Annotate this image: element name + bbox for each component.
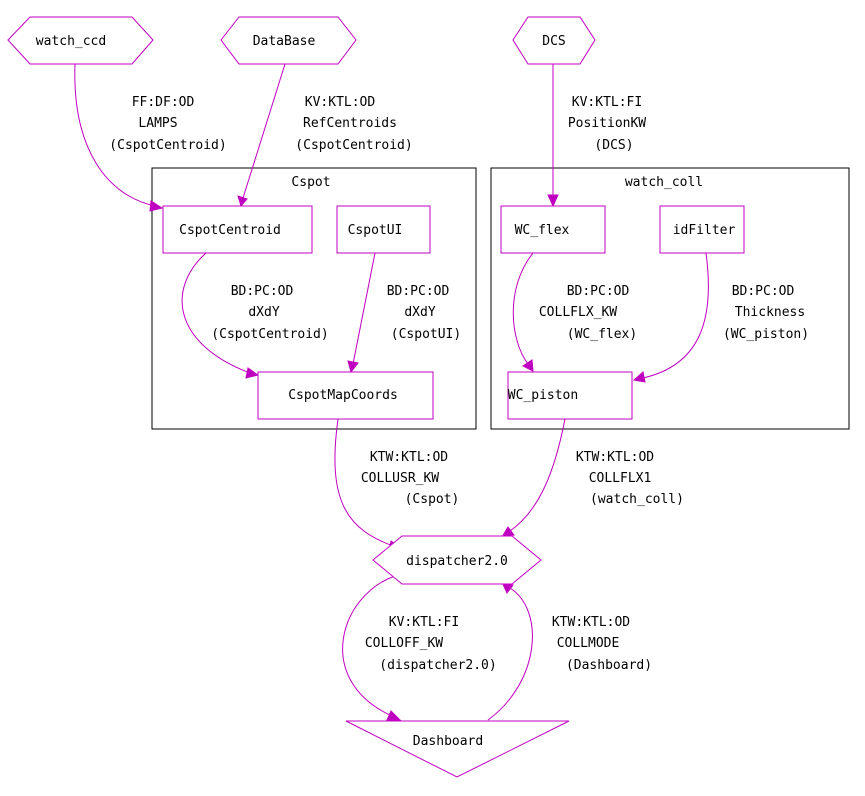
edge-label-line: (WC_flex) <box>567 327 637 342</box>
edge-cspotui-to-mapcoords <box>347 252 376 374</box>
edge-label-line: (CspotCentroid) <box>211 327 328 342</box>
edge-label-line: BD:PC:OD <box>732 284 795 299</box>
edge-label-line: COLLUSR_KW <box>361 471 439 486</box>
cluster-watch-coll-label: watch_coll <box>625 175 703 190</box>
edge-label-line: COLLOFF_KW <box>365 636 443 651</box>
node-cspot-centroid-label: CspotCentroid <box>179 223 281 238</box>
edge-label-line: dXdY <box>404 305 435 320</box>
node-dispatcher-label: dispatcher2.0 <box>406 554 508 569</box>
node-id-filter[interactable]: idFilter <box>659 205 745 254</box>
node-wc-flex-label: WC_flex <box>515 223 570 238</box>
edge-label-line: KTW:KTL:OD <box>576 450 654 465</box>
node-database[interactable]: DataBase <box>220 16 357 65</box>
edge-wcflex-to-piston <box>512 252 534 372</box>
edge-label-line: (Cspot) <box>405 492 460 507</box>
edge-label-line: COLLFLX_KW <box>539 305 617 320</box>
node-watch-ccd[interactable]: watch_ccd <box>7 16 154 65</box>
node-dcs[interactable]: DCS <box>512 16 596 65</box>
edge-label-line: (Dashboard) <box>566 658 652 673</box>
edge-dashboard-to-dispatcher <box>487 581 533 721</box>
cluster-watch-coll: watch_coll <box>490 167 850 430</box>
edge-idfilter-to-piston <box>632 252 709 383</box>
edge-label-line: RefCentroids <box>303 116 397 131</box>
edge-piston-to-dispatcher <box>501 418 566 538</box>
edge-label-piston-to-dispatcher: KTW:KTL:OD COLLFLX1 (watch_coll) <box>576 450 684 507</box>
edge-label-line: (watch_coll) <box>590 492 684 507</box>
node-cspot-centroid[interactable]: CspotCentroid <box>162 205 313 254</box>
edge-label-line: KV:KTL:FI <box>389 615 459 630</box>
edge-label-line: KTW:KTL:OD <box>370 450 448 465</box>
edge-label-line: (WC_piston) <box>723 327 809 342</box>
edge-label-line: dXdY <box>248 305 279 320</box>
edge-label-dcs-to-wcflex: KV:KTL:FI PositionKW (DCS) <box>568 95 646 153</box>
edge-label-wcflex-to-piston: BD:PC:OD COLLFLX_KW (WC_flex) <box>539 284 637 342</box>
edge-dispatcher-to-dashboard <box>342 575 402 721</box>
edge-label-centroid-to-mapcoords: BD:PC:OD dXdY (CspotCentroid) <box>211 284 328 342</box>
edge-label-idfilter-to-piston: BD:PC:OD Thickness (WC_piston) <box>723 284 809 342</box>
edge-label-line: LAMPS <box>138 116 177 131</box>
edge-label-watch-ccd-to-centroid: FF:DF:OD LAMPS (CspotCentroid) <box>109 95 226 153</box>
node-dcs-label: DCS <box>542 34 565 49</box>
cluster-cspot: Cspot <box>151 167 477 430</box>
node-dashboard[interactable]: Dashboard <box>345 720 570 778</box>
edge-label-line: BD:PC:OD <box>387 284 450 299</box>
node-cspot-map-coords[interactable]: CspotMapCoords <box>257 371 434 420</box>
edge-label-line: PositionKW <box>568 116 646 131</box>
edge-database-to-centroid <box>237 63 286 208</box>
edge-label-mapcoords-to-dispatcher: KTW:KTL:OD COLLUSR_KW (Cspot) <box>361 450 460 507</box>
edge-label-line: (CspotUI) <box>391 327 461 342</box>
edge-watch-ccd-to-centroid <box>74 63 164 212</box>
node-dashboard-label: Dashboard <box>413 734 483 749</box>
edge-label-line: COLLMODE <box>557 636 620 651</box>
node-wc-piston-label: WC_piston <box>508 388 578 403</box>
edge-dcs-to-wcflex <box>547 64 559 208</box>
node-cspot-ui-label: CspotUI <box>348 223 403 238</box>
node-dispatcher[interactable]: dispatcher2.0 <box>372 535 542 585</box>
cluster-cspot-label: Cspot <box>291 175 330 190</box>
node-wc-flex[interactable]: WC_flex <box>500 205 606 254</box>
edge-label-line: (DCS) <box>594 138 633 153</box>
edge-label-dashboard-to-dispatcher: KTW:KTL:OD COLLMODE (Dashboard) <box>552 615 652 673</box>
edge-label-dispatcher-to-dashboard: KV:KTL:FI COLLOFF_KW (dispatcher2.0) <box>365 615 497 673</box>
node-cspot-map-coords-label: CspotMapCoords <box>288 388 398 403</box>
edge-label-cspotui-to-mapcoords: BD:PC:OD dXdY (CspotUI) <box>387 284 462 342</box>
edge-label-line: COLLFLX1 <box>589 471 652 486</box>
edge-label-line: FF:DF:OD <box>132 95 195 110</box>
node-database-label: DataBase <box>253 34 316 49</box>
node-wc-piston[interactable]: WC_piston <box>507 371 633 420</box>
edge-label-line: KV:KTL:FI <box>572 95 642 110</box>
edge-centroid-to-mapcoords <box>181 252 260 379</box>
edge-label-line: Thickness <box>735 305 805 320</box>
edge-label-database-to-centroid: KV:KTL:OD RefCentroids (CspotCentroid) <box>295 95 412 153</box>
node-id-filter-label: idFilter <box>673 223 736 238</box>
edge-label-line: (CspotCentroid) <box>295 138 412 153</box>
edge-label-line: BD:PC:OD <box>567 284 630 299</box>
edge-label-line: KV:KTL:OD <box>305 95 376 110</box>
edge-label-line: (CspotCentroid) <box>109 138 226 153</box>
node-watch-ccd-label: watch_ccd <box>36 34 106 49</box>
node-cspot-ui[interactable]: CspotUI <box>336 205 431 254</box>
edge-label-line: KTW:KTL:OD <box>552 615 630 630</box>
edge-label-line: BD:PC:OD <box>231 284 294 299</box>
edge-label-line: (dispatcher2.0) <box>379 658 496 673</box>
